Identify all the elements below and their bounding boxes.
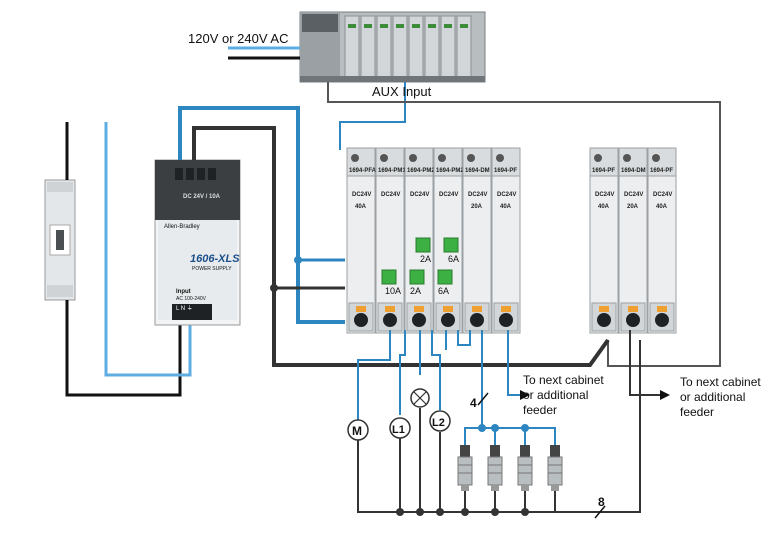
cabinet2-module-2: 1694-PF DC24V 40A — [647, 147, 677, 334]
fuse-rating-4: 6A — [438, 286, 449, 296]
cabinet1-module-voltage-3: DC24V — [439, 192, 458, 198]
sensor-0 — [457, 445, 473, 491]
wire-count-b: 8 — [598, 495, 605, 509]
cabinet-2: 1694-PF DC24V 40A 1694-DM DC24V 20A 1694-PF DC2… — [589, 147, 677, 334]
fuse-indicator-1 — [415, 237, 431, 253]
psu-input-label: Input — [176, 289, 191, 295]
cabinet1-module-amp-4: 20A — [471, 204, 483, 210]
fuse-indicator-0 — [381, 269, 397, 285]
cabinet1-module-code-1: 1694-PM1 — [378, 168, 406, 174]
cabinet2-module-1: 1694-DM DC24V 20A — [618, 147, 648, 334]
arrow-next-1 — [520, 390, 530, 400]
cabinet1-module-voltage-1: DC24V — [381, 192, 400, 198]
cabinet-1: 1694-PFADC24V40A1694-PM1DC24V1694-PM2DC2… — [346, 147, 521, 334]
motor-symbol — [347, 419, 369, 441]
wire-count-tick-a — [477, 392, 489, 406]
cabinet1-module-voltage-2: DC24V — [410, 192, 429, 198]
cabinet1-module-amp-5: 40A — [500, 204, 512, 210]
power-supply — [154, 159, 241, 326]
psu-input-spec: AC 100-240V — [176, 296, 207, 302]
fuse-indicator-4 — [437, 269, 453, 285]
fuse-rating-0: 10A — [385, 286, 401, 296]
l2-label: L2 — [432, 417, 445, 429]
sensor-1 — [487, 445, 503, 491]
motor-label: M — [352, 424, 362, 438]
cabinet2-module-code-0: 1694-PF — [592, 168, 615, 174]
cabinet1-module-code-5: 1694-PF — [494, 168, 517, 174]
lamp-icon — [410, 388, 430, 408]
junction-minus — [270, 284, 278, 292]
sensor-3 — [547, 445, 563, 491]
psu-brand: Allen-Bradley — [164, 224, 200, 230]
cabinet2-module-code-2: 1694-PF — [650, 168, 673, 174]
cabinet1-module-code-3: 1694-PM2 — [436, 168, 464, 174]
fuse-rating-1: 2A — [420, 254, 431, 264]
cabinet2-module-voltage-2: DC24V — [653, 192, 672, 198]
cabinet1-module-4: 1694-DM DC24V 20A — [462, 147, 492, 334]
fuse-indicator-3 — [443, 237, 459, 253]
cabinet1-module-code-0: 1694-PFA — [349, 168, 377, 174]
rack-return-wire — [327, 82, 721, 367]
cabinet1-module-amp-0: 40A — [355, 204, 367, 210]
cabinet2-module-amp-2: 40A — [656, 204, 668, 210]
cabinet1-module-code-4: 1694-DM — [465, 168, 490, 174]
cabinet1-module-voltage-0: DC24V — [352, 192, 371, 198]
cabinet1-module-code-2: 1694-PM2 — [407, 168, 435, 174]
psu-subtitle: POWER SUPPLY — [192, 266, 232, 272]
next-cabinet-label-1: To next cabinet or additional feeder — [523, 373, 607, 417]
cabinet2-module-0: 1694-PF DC24V 40A — [589, 147, 619, 334]
plc-rack — [299, 11, 486, 83]
sensor-junctions — [478, 424, 529, 432]
psu-model: 1606-XLS — [190, 253, 240, 265]
load-wires — [357, 330, 660, 513]
cabinet1-module-voltage-4: DC24V — [468, 192, 487, 198]
arrow-next-2 — [660, 390, 670, 400]
l1-label: L1 — [392, 424, 405, 436]
circuit-breaker — [44, 179, 76, 301]
psu-terminals: L N ⏚ — [176, 305, 193, 312]
ac-label: 120V or 240V AC — [188, 31, 288, 46]
psu-minus-wire — [192, 126, 610, 367]
fuse-rating-2: 2A — [410, 286, 421, 296]
cabinet2-module-code-1: 1694-DM — [621, 168, 646, 174]
cabinet1-module-voltage-5: DC24V — [497, 192, 516, 198]
aux-label: AUX Input — [372, 84, 432, 99]
cabinet2-module-voltage-0: DC24V — [595, 192, 614, 198]
wire-count-tick-b — [594, 505, 606, 519]
wire-count-a: 4 — [470, 396, 477, 410]
psu-plus-wire — [178, 106, 345, 324]
cabinet1-module-0: 1694-PFA DC24V 40A — [346, 147, 377, 334]
fuse-rating-3: 6A — [448, 254, 459, 264]
breaker-wire-blue — [104, 122, 192, 377]
breaker-wire-black — [65, 300, 182, 397]
bottom-junctions — [396, 508, 529, 516]
coil-l1-symbol — [389, 417, 411, 439]
cabinet2-module-amp-1: 20A — [627, 204, 639, 210]
psu-dc-label: DC 24V / 10A — [183, 194, 221, 200]
sensor-2 — [517, 445, 533, 491]
proximity-sensors — [457, 445, 563, 491]
cabinet2-module-voltage-1: DC24V — [624, 192, 643, 198]
next-cabinet-label-2: To next cabinet or additional feeder — [680, 375, 764, 419]
junction-plus — [294, 256, 302, 264]
cabinet1-module-5: 1694-PF DC24V 40A — [491, 147, 521, 334]
cabinet2-module-amp-0: 40A — [598, 204, 610, 210]
coil-l2-symbol — [429, 410, 451, 432]
fuse-indicator-2 — [409, 269, 425, 285]
